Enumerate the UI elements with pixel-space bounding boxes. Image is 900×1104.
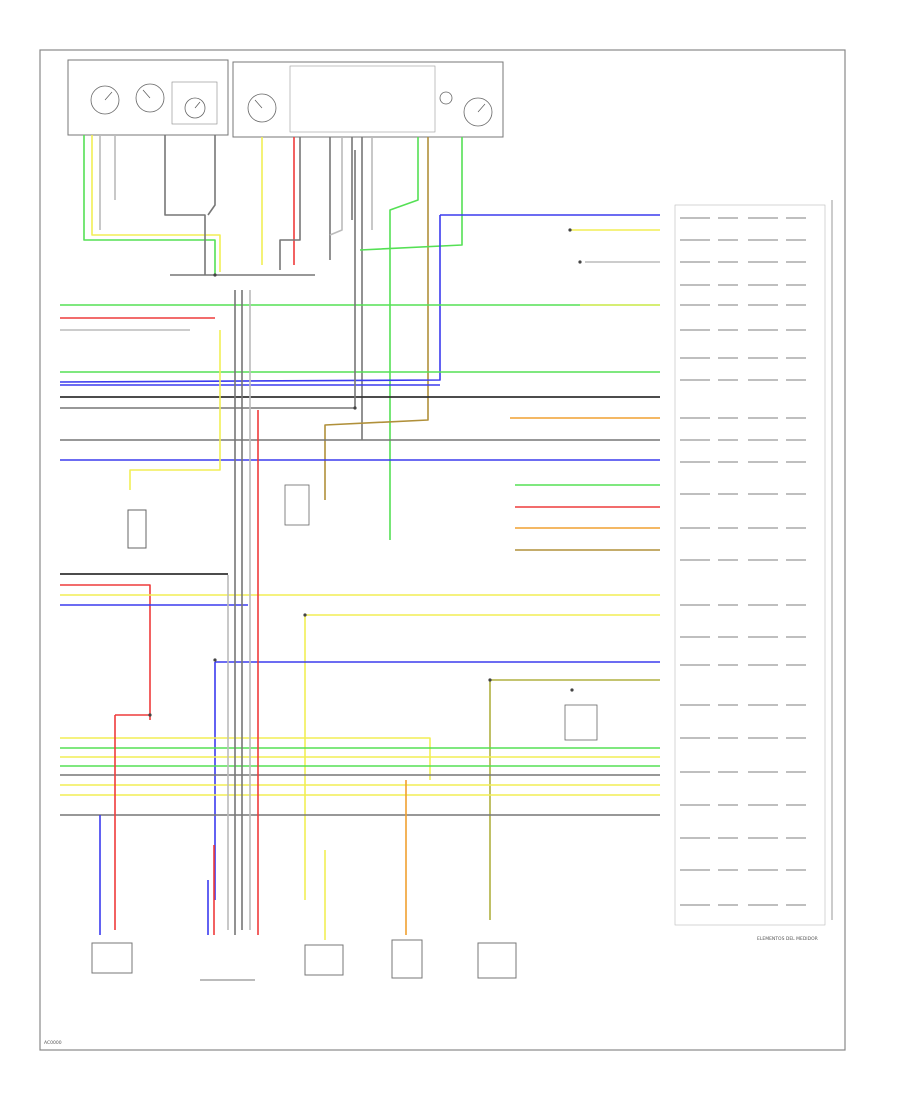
component-sender: [477, 942, 517, 979]
component-switch-1: [91, 942, 133, 974]
wire-yellow-68: [129, 330, 221, 490]
splice-dot: [303, 613, 307, 617]
wire-gray-9: [279, 137, 301, 270]
gauge-cluster-left: [67, 59, 229, 136]
splice-dot: [578, 260, 582, 264]
wire-brown-16: [324, 137, 429, 500]
wire-gray-27: [60, 150, 356, 409]
wire-red-39: [60, 584, 151, 720]
splice-dot: [213, 273, 217, 277]
component-switch-2: [304, 944, 344, 976]
relay-symbol: [284, 484, 310, 526]
diagram-frame: [39, 49, 846, 1051]
splice-dot: [568, 228, 572, 232]
corner-label: AC0000: [44, 1040, 62, 1046]
wire-blue-18: [59, 215, 441, 383]
wire-gray-6: [207, 135, 216, 216]
wire-yellow-2: [91, 135, 221, 272]
splice-dot: [488, 678, 492, 682]
splice-dot: [353, 406, 357, 410]
indicator-lamp-icon: [439, 91, 453, 105]
wires-layer: [59, 135, 815, 940]
splice-dot: [148, 713, 152, 717]
connectors-layer: [148, 228, 582, 717]
splice-dot: [570, 688, 574, 692]
gauge-panel-right: [232, 61, 504, 138]
wire-gray-5: [164, 135, 206, 275]
gauge-cluster-right: [232, 61, 504, 138]
wire-green-1: [83, 135, 216, 275]
legend-label: ELEMENTOS DEL MEDIDOR: [757, 936, 818, 942]
meter-elements-panel: [674, 204, 826, 926]
brake-switch-symbol: [564, 704, 598, 741]
wire-green-17: [359, 137, 463, 251]
splice-dot: [213, 658, 217, 662]
component-sensor: [391, 939, 423, 979]
wire-green-15: [389, 137, 419, 540]
oil-pressure-sender: [127, 509, 147, 549]
wire-lightgray-11: [329, 137, 343, 236]
bottom-components: [91, 939, 517, 981]
